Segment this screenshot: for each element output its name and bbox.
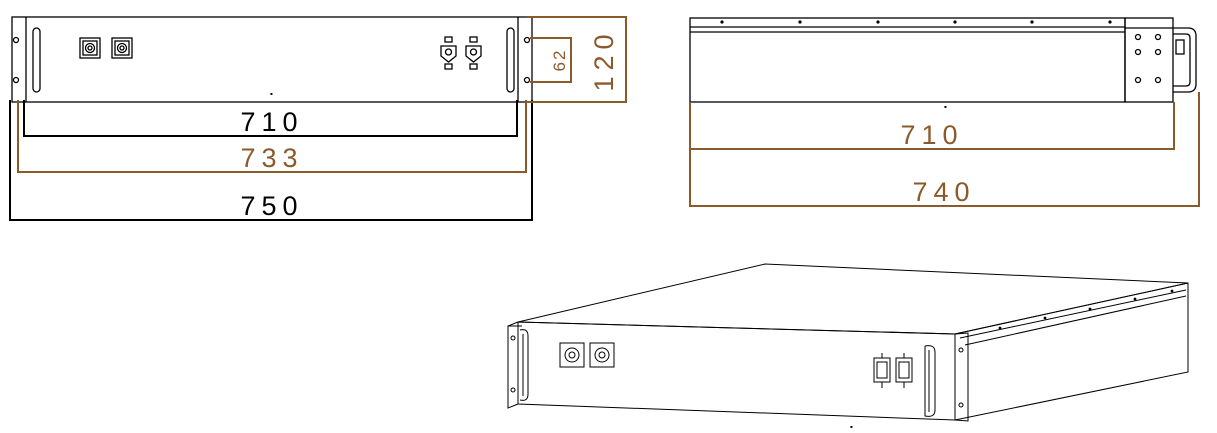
- dim-line-62: [530, 37, 572, 83]
- dim-label-733: 733: [240, 143, 303, 173]
- dim-line-710: [23, 100, 518, 137]
- dim-line-740: [689, 92, 1200, 207]
- breaker-icon: [895, 353, 913, 388]
- dim-label-710-front: 710: [240, 107, 303, 137]
- iso-side-face: [954, 282, 1189, 421]
- rack-bracket: [1124, 17, 1174, 103]
- dim-line-733: [17, 100, 527, 173]
- breaker-icon: [465, 36, 482, 70]
- dim-line-750: [9, 100, 533, 221]
- breaker-icon: [440, 36, 457, 70]
- side-handle: [1173, 27, 1197, 93]
- mount-hole: [523, 76, 531, 84]
- signal-connector-icon: [589, 342, 615, 368]
- dim-label-710-side: 710: [900, 120, 963, 150]
- side-view: 710 740 ▪: [689, 17, 1200, 207]
- right-handle: [506, 27, 515, 93]
- isometric-view: ▪: [507, 263, 1189, 429]
- side-body: [689, 17, 1126, 103]
- svg-text:▪: ▪: [850, 424, 853, 429]
- mount-hole: [12, 76, 20, 84]
- dim-label-120: 120: [589, 28, 619, 91]
- dim-label-62: 62: [550, 49, 569, 72]
- power-connector-icon: [559, 342, 585, 368]
- mount-hole: [523, 36, 531, 44]
- iso-left-handle: [519, 329, 529, 401]
- mount-hole: [12, 36, 20, 44]
- front-panel: [11, 16, 533, 103]
- left-handle: [32, 27, 41, 93]
- svg-text:▪: ▪: [944, 104, 947, 109]
- signal-connector-icon: [111, 37, 133, 59]
- power-connector-icon: [79, 37, 101, 59]
- iso-top-face: [517, 263, 1189, 335]
- front-view: 710 733 750 120 62 ▪: [9, 16, 627, 221]
- dim-label-750: 750: [240, 191, 303, 221]
- svg-text:▪: ▪: [270, 91, 273, 96]
- iso-right-handle: [924, 345, 936, 417]
- dim-line-120: [527, 16, 627, 103]
- dim-label-740: 740: [912, 177, 975, 207]
- iso-front-face: [517, 321, 956, 421]
- breaker-icon: [873, 353, 891, 388]
